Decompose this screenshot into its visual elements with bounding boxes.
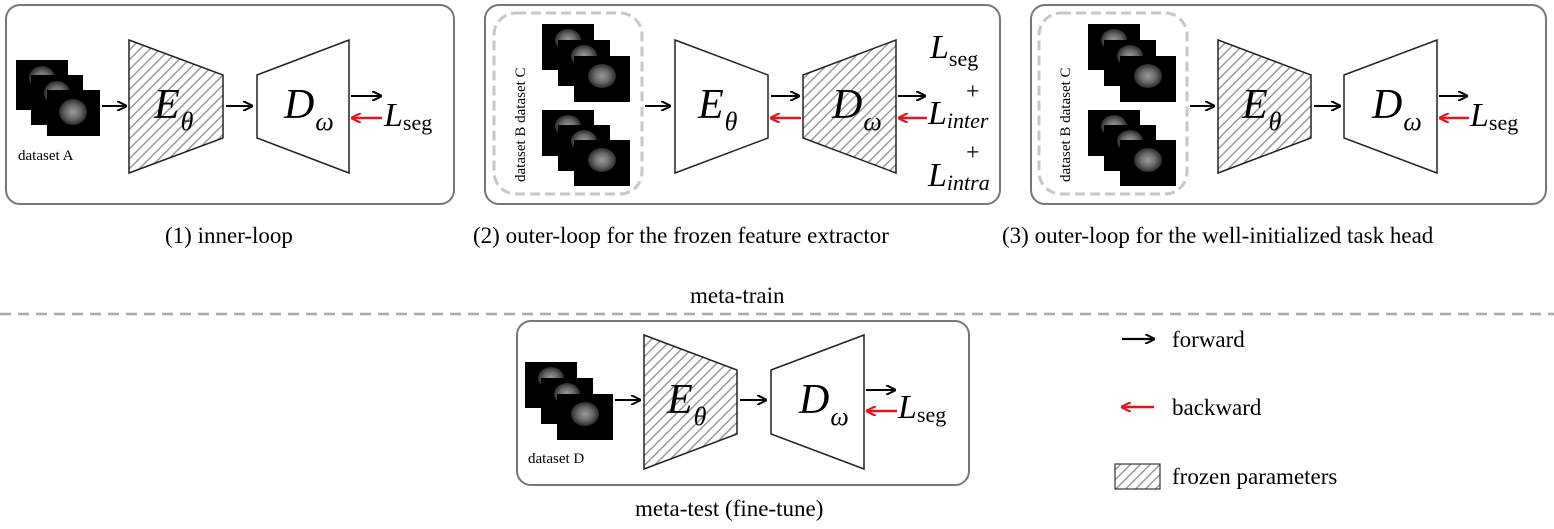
loss-label: Lseg bbox=[1469, 97, 1518, 135]
encoder-block bbox=[643, 333, 738, 471]
panel-outer-loop-frozen: dataset B dataset C Eθ Dω Lseg + Linter … bbox=[484, 4, 1001, 205]
loss-inter-label: Linter bbox=[927, 95, 989, 133]
mri-stack bbox=[1088, 110, 1176, 186]
meta-train-label: meta-train bbox=[690, 283, 785, 308]
dataset-label: dataset A bbox=[18, 148, 74, 164]
legend-hatch-swatch bbox=[1114, 463, 1161, 490]
encoder-label: Eθ bbox=[697, 82, 738, 136]
decoder-block bbox=[770, 333, 865, 471]
mri-stack bbox=[16, 60, 100, 136]
caption-outer-loop-frozen: (2) outer-loop for the frozen feature ex… bbox=[473, 223, 889, 248]
decoder-block bbox=[256, 38, 350, 175]
dataset-group-dashed bbox=[1037, 11, 1189, 196]
dataset-group-dashed bbox=[492, 11, 644, 196]
mri-stack bbox=[1088, 24, 1176, 102]
mri-stack bbox=[542, 24, 630, 102]
legend-frozen-label: frozen parameters bbox=[1172, 464, 1337, 489]
panel-outer-loop-head: dataset B dataset C Eθ Dω Lseg bbox=[1030, 4, 1547, 205]
decoder-label: Dω bbox=[1371, 82, 1422, 136]
dataset-label: dataset B dataset C bbox=[1058, 67, 1074, 182]
decoder-label: Dω bbox=[283, 82, 334, 136]
encoder-block bbox=[674, 38, 769, 175]
panel-border bbox=[5, 4, 455, 205]
caption-meta-test: meta-test (fine-tune) bbox=[635, 496, 823, 521]
loss-label: Lseg bbox=[897, 389, 946, 427]
loss-intra-label: Lintra bbox=[927, 157, 990, 195]
plus-sign: + bbox=[966, 79, 980, 105]
panel-meta-test: dataset D Eθ Dω Lseg bbox=[516, 320, 970, 486]
caption-outer-loop-head: (3) outer-loop for the well-initialized … bbox=[1002, 223, 1434, 248]
legend-backward-label: backward bbox=[1172, 395, 1262, 420]
loss-seg-label: Lseg bbox=[929, 29, 978, 71]
loss-label: Lseg bbox=[383, 97, 432, 135]
encoder-label: Eθ bbox=[1241, 82, 1282, 136]
panel-border bbox=[484, 4, 1001, 205]
decoder-block bbox=[802, 38, 897, 175]
decoder-label: Dω bbox=[831, 82, 882, 136]
panel-border bbox=[1030, 4, 1547, 205]
legend-forward-label: forward bbox=[1172, 327, 1245, 352]
dataset-label: dataset B dataset C bbox=[513, 67, 529, 182]
encoder-block bbox=[128, 38, 224, 175]
encoder-block bbox=[1217, 38, 1312, 175]
mri-stack bbox=[525, 362, 613, 440]
decoder-label: Dω bbox=[798, 377, 849, 431]
mri-stack bbox=[542, 110, 630, 186]
caption-inner-loop: (1) inner-loop bbox=[165, 223, 293, 248]
dataset-label: dataset D bbox=[528, 451, 584, 467]
encoder-label: Eθ bbox=[153, 82, 194, 136]
legend: forward backward frozen parameters bbox=[1114, 327, 1337, 490]
panel-border bbox=[516, 320, 970, 486]
encoder-label: Eθ bbox=[666, 377, 707, 431]
decoder-block bbox=[1343, 38, 1438, 175]
plus-sign: + bbox=[966, 140, 980, 166]
panel-inner-loop: dataset A Eθ Dω Lseg bbox=[5, 4, 455, 205]
